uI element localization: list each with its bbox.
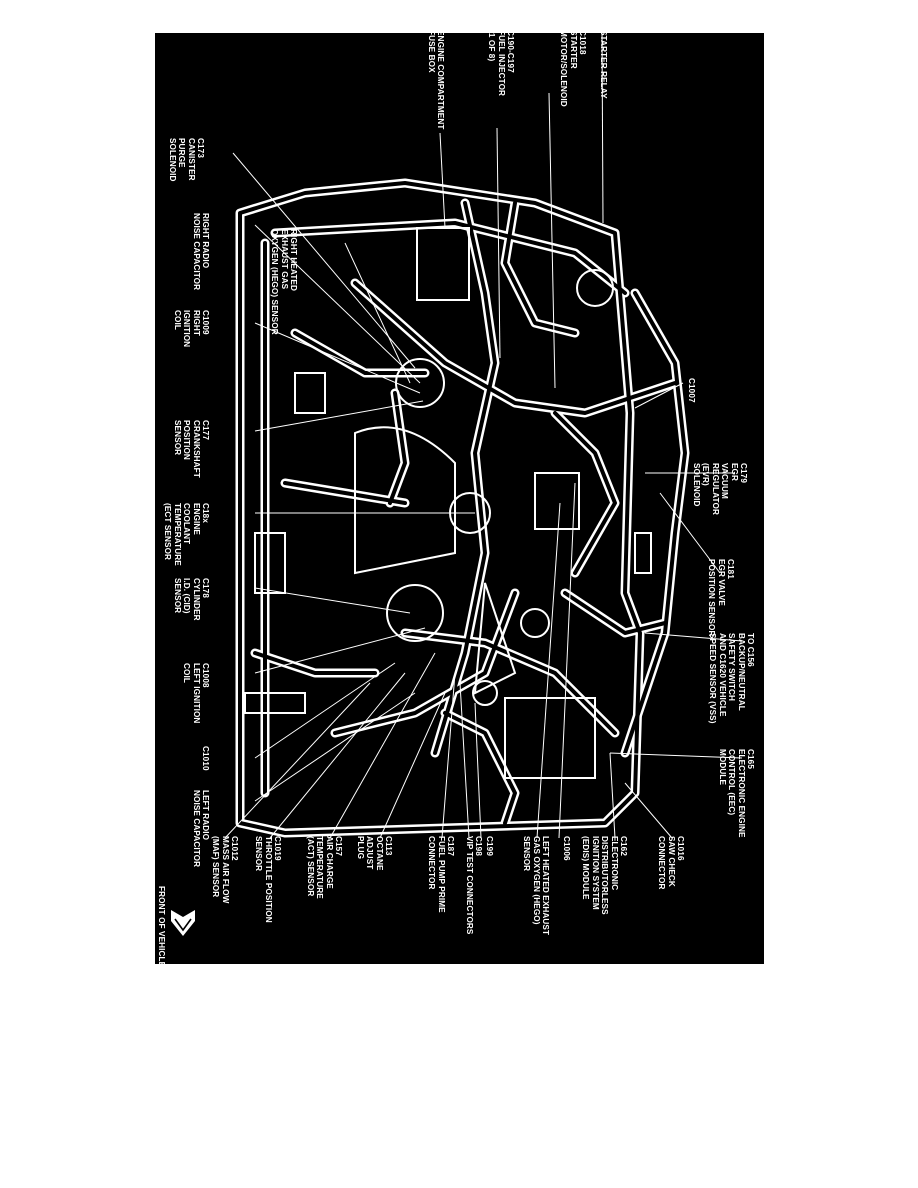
c173-label: C173 CANISTER PURGE SOLENOID (167, 138, 205, 182)
front-of-vehicle-label: FRONT OF VEHICLE (157, 886, 166, 964)
front-arrow-icon (171, 910, 195, 936)
to-c156-label: TO C156 BACKUP/NEUTRAL SAFETY SWITCH AND… (708, 633, 755, 724)
c190-label: C190-C197 FUEL INJECTOR (1 OF 8) (487, 33, 515, 97)
c165-label: C165 ELECTRONIC ENGINE CONTROL (EEC) MOD… (717, 749, 755, 838)
left-hego-label: LEFT HEATED EXHAUST GAS OXYGEN (HEGO) SE… (522, 836, 550, 936)
c1019-label: C1019 THROTTLE POSITION SENSOR (254, 836, 282, 923)
c177-label: C177 CRANKSHAFT POSITION SENSOR (172, 420, 210, 478)
c187-label: C187 FUEL PUMP PRIME CONNECTOR (427, 836, 455, 913)
c157-label: C157 AIR CHARGE TEMPERATURE (ACT) SENSOR (305, 836, 343, 899)
fuse-box-label: ENGINE COMPARTMENT FUSE BOX (426, 33, 445, 130)
right-radio-label: RIGHT RADIO NOISE CAPACITOR (191, 213, 210, 291)
starter-relay-label: STARTER RELAY (599, 33, 608, 99)
engine-illustration (224, 33, 743, 839)
c113-label: C113 OCTANE ADJUST PLUG (355, 836, 393, 871)
c1018-label: C1018 STARTER MOTOR/SOLENOID (559, 33, 587, 107)
c162-label: C162 ELECTRONIC DISTRIBUTORLESS IGNITION… (581, 836, 628, 915)
c1016-label: C1016 SAW CHECK CONNECTOR (657, 836, 685, 890)
wiring-diagram: STARTER RELAY C1018 STARTER MOTOR/SOLENO… (155, 33, 764, 964)
c1008-label: C1008 LEFT IGNITION COIL (182, 663, 210, 724)
c181-label: C181 EGR VALVE POSITION SENSOR (707, 559, 735, 637)
c1009-label: C1009 RIGHT IGNITION COIL (172, 310, 210, 348)
c179-label: C179 EGR VACUUM REGULATOR (EVR) SOLENOID (691, 463, 748, 515)
left-radio-label: LEFT RADIO NOISE CAPACITOR (191, 790, 210, 868)
c1006-label: C1006 (562, 836, 571, 861)
c1010-label: C1010 (201, 746, 210, 771)
c198-label: C198 VIP TEST CONNECTORS (464, 836, 483, 935)
c199-label: C199 (485, 836, 494, 856)
right-hego-label: RIGHT HEATED EXHAUST GAS OXYGEN (HEGO) S… (270, 229, 298, 335)
c1012-label: C1012 MASS AIR FLOW (MAF) SENSOR (211, 836, 239, 904)
c18x-label: C18x ENGINE COOLANT TEMPERATURE (ECT SEN… (163, 503, 210, 566)
c1007-label: C1007 (687, 378, 696, 403)
c178-label: C178 CYLINDER I.D. (CID) SENSOR (172, 578, 210, 621)
